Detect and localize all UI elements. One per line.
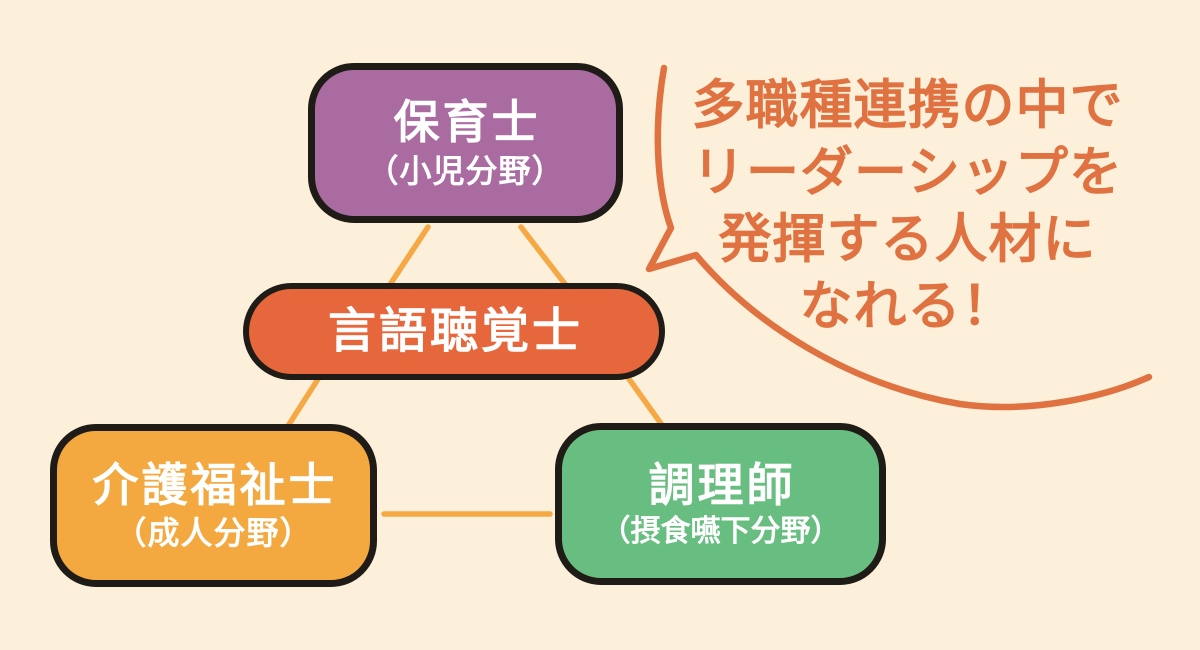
node-subtitle: （小児分野） xyxy=(366,151,565,190)
node-childcare-worker: 保育士 （小児分野） xyxy=(308,63,623,223)
node-title: 言語聴覚士 xyxy=(327,302,583,359)
speech-text-line-2: リーダーシップを xyxy=(692,142,1123,203)
speech-bubble-text: 多職種連携の中で リーダーシップを 発揮する人材に なれる！ xyxy=(655,72,1160,340)
node-title: 介護福祉士 xyxy=(92,457,338,512)
speech-text-line-3: 発揮する人材に xyxy=(718,209,1097,270)
speech-bubble-outline xyxy=(645,64,1153,411)
node-care-worker: 介護福祉士 （成人分野） xyxy=(50,424,377,587)
node-subtitle: （摂食嚥下分野） xyxy=(600,513,841,549)
triangle-edge-top-left xyxy=(388,224,431,286)
node-cook: 調理師 （摂食嚥下分野） xyxy=(555,423,886,585)
node-subtitle: （成人分野） xyxy=(114,514,313,553)
node-title: 保育士 xyxy=(393,95,541,150)
speech-text-line-4: なれる！ xyxy=(799,276,1016,337)
triangle-edge-mid-right xyxy=(626,376,665,428)
triangle-edge-top-right xyxy=(518,224,568,287)
triangle-edge-mid-left xyxy=(285,376,321,429)
speech-text-line-1: 多職種連携の中で xyxy=(691,75,1124,136)
node-speech-language-therapist: 言語聴覚士 xyxy=(243,283,665,380)
node-title: 調理師 xyxy=(648,457,796,512)
